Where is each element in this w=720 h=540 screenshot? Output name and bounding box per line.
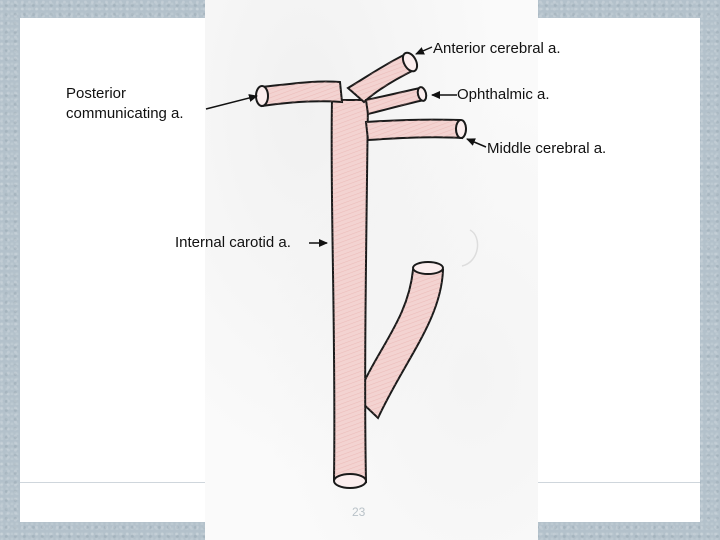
label-ophthalmic: Ophthalmic a.	[457, 86, 550, 103]
external-carotid-branch	[355, 261, 445, 420]
page-number: 23	[352, 505, 366, 519]
anterior-cerebral-vessel	[346, 51, 419, 104]
posterior-communicating-pointer	[205, 94, 258, 110]
middle-cerebral-vessel	[364, 118, 467, 142]
internal-carotid-trunk	[330, 99, 370, 489]
anterior-cerebral-pointer	[415, 46, 433, 55]
label-internal-carotid: Internal carotid a.	[175, 234, 291, 251]
paper-mark	[461, 229, 479, 267]
label-anterior-cerebral: Anterior cerebral a.	[433, 40, 561, 57]
label-posterior-communicating-line1: Posterior	[66, 85, 127, 102]
posterior-communicating-vessel	[255, 80, 344, 108]
middle-cerebral-pointer	[466, 138, 487, 148]
label-middle-cerebral: Middle cerebral a.	[487, 140, 607, 157]
ophthalmic-vessel	[364, 86, 428, 116]
label-posterior-communicating-line2: communicating a.	[66, 105, 184, 122]
